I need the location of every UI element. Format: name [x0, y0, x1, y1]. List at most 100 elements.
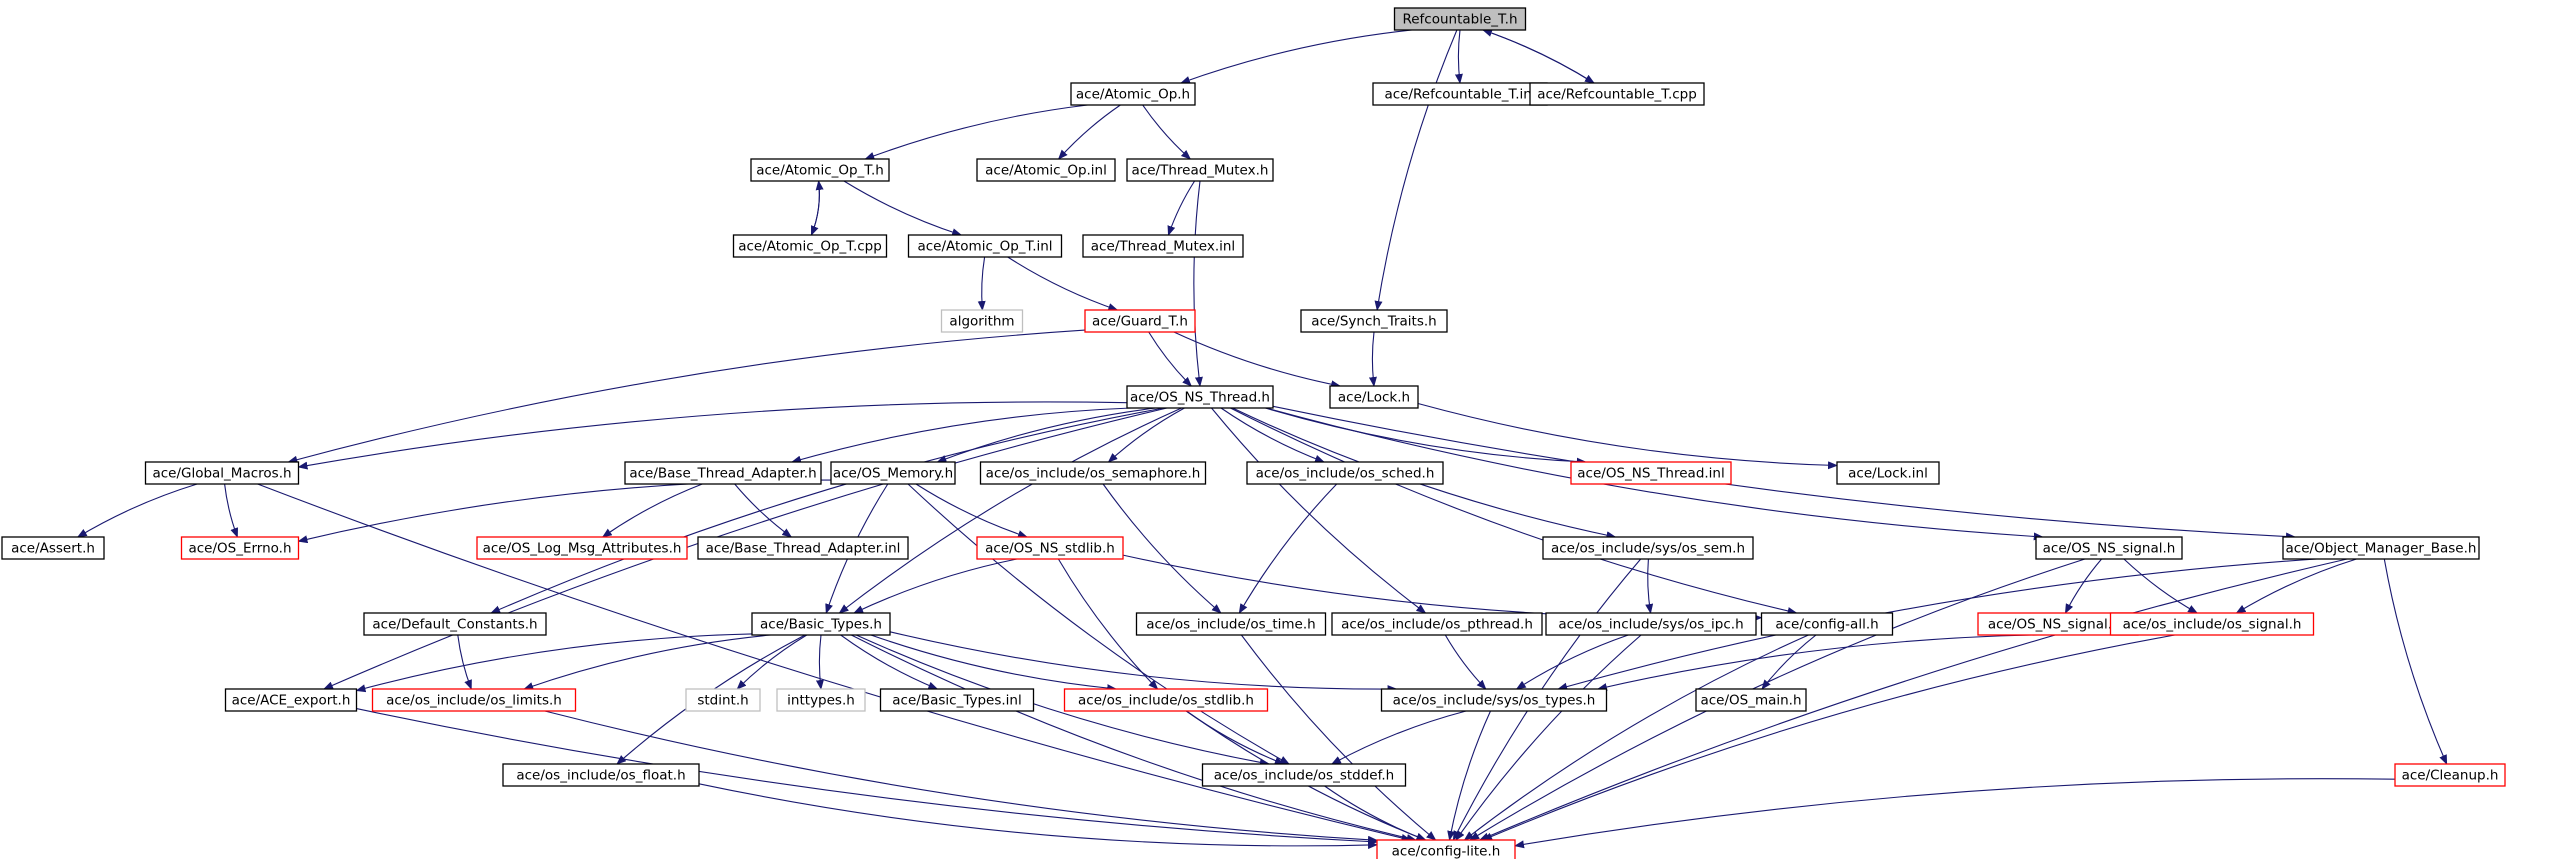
node-atomic-op-t-cpp[interactable]: ace/Atomic_Op_T.cpp [732, 234, 888, 258]
node-atomic-op-h[interactable]: ace/Atomic_Op.h [1070, 82, 1196, 106]
node-box [1, 536, 105, 560]
node-os-ns-stdlib-h[interactable]: ace/OS_NS_stdlib.h [976, 536, 1124, 560]
node-label: ace/Base_Thread_Adapter.inl [706, 541, 901, 557]
edge-basic_types_h-to-basic_types_inl [840, 634, 939, 690]
node-config-all-h[interactable]: ace/config-all.h [1760, 612, 1894, 636]
node-os-ns-signal-h[interactable]: ace/OS_NS_signal.h [2035, 536, 2183, 560]
edge-global_macros_h-to-assert_h [76, 483, 198, 538]
node-os-stddef-h[interactable]: ace/os_include/os_stddef.h [1201, 763, 1407, 787]
node-os-float-h[interactable]: ace/os_include/os_float.h [502, 763, 700, 787]
node-object-manager-base-h[interactable]: ace/Object_Manager_Base.h [2282, 536, 2480, 560]
node-label: ace/config-lite.h [1392, 844, 1501, 859]
node-box [1201, 763, 1407, 787]
edge-sys_os_sem_h-to-sys_os_ipc_h [1645, 558, 1654, 614]
node-label: ace/Atomic_Op_T.cpp [738, 239, 882, 255]
node-atomic-op-t-h[interactable]: ace/Atomic_Op_T.h [750, 158, 890, 182]
node-label: ace/Thread_Mutex.h [1132, 163, 1269, 179]
edge-guard_t_h-to-global_macros_h [287, 329, 1086, 464]
node-os-errno-h[interactable]: ace/OS_Errno.h [180, 536, 300, 560]
node-lock-inl[interactable]: ace/Lock.inl [1836, 461, 1940, 485]
edge-atomic_op_h-to-atomic_op_t_h [864, 104, 1088, 160]
node-thread-mutex-h[interactable]: ace/Thread_Mutex.h [1126, 158, 1274, 182]
node-base-thread-adapter-h[interactable]: ace/Base_Thread_Adapter.h [624, 461, 822, 485]
node-os-main-h[interactable]: ace/OS_main.h [1695, 688, 1807, 712]
node-config-lite-h[interactable]: ace/config-lite.h [1376, 839, 1516, 859]
node-os-ns-thread-h[interactable]: ace/OS_NS_Thread.h [1126, 385, 1274, 409]
node-label: ace/os_include/os_sched.h [1256, 466, 1435, 482]
edge-root-to-refcountable_inl [1454, 29, 1463, 84]
node-inttypes-h: inttypes.h [776, 688, 866, 712]
node-assert-h[interactable]: ace/Assert.h [1, 536, 105, 560]
node-base-thread-adapter-inl[interactable]: ace/Base_Thread_Adapter.inl [697, 536, 909, 560]
node-box [1331, 612, 1543, 636]
node-label: ace/Object_Manager_Base.h [2286, 541, 2477, 557]
node-box [1126, 385, 1274, 409]
edge-os_ns_stdlib_h-to-basic_types_h [853, 558, 1018, 614]
node-synch-traits-h[interactable]: ace/Synch_Traits.h [1300, 309, 1448, 333]
node-sys-os-sem-h[interactable]: ace/os_include/sys/os_sem.h [1542, 536, 1754, 560]
node-default-constants-h[interactable]: ace/Default_Constants.h [363, 612, 547, 636]
node-guard-t-h[interactable]: ace/Guard_T.h [1084, 309, 1196, 333]
node-label: ace/Default_Constants.h [372, 617, 537, 633]
edge-os_memory_h-to-os_stddef_h [907, 483, 1290, 765]
node-atomic-op-t-inl[interactable]: ace/Atomic_Op_T.inl [907, 234, 1063, 258]
node-label: ace/os_include/os_stdlib.h [1078, 693, 1254, 709]
node-atomic-op-inl[interactable]: ace/Atomic_Op.inl [976, 158, 1116, 182]
node-os-semaphore-h[interactable]: ace/os_include/os_semaphore.h [979, 461, 1207, 485]
edge-basic_types_h-to-stdint_h [736, 634, 808, 690]
edge-basic_types_h-to-config_lite_h [851, 634, 1417, 842]
node-box [1082, 234, 1244, 258]
node-sys-os-ipc-h[interactable]: ace/os_include/sys/os_ipc.h [1545, 612, 1757, 636]
edge-sys_os_types_h-to-os_stddef_h [1331, 710, 1467, 765]
node-box [1836, 461, 1940, 485]
node-label: ace/Atomic_Op_T.inl [917, 239, 1052, 255]
node-thread-mutex-inl[interactable]: ace/Thread_Mutex.inl [1082, 234, 1244, 258]
node-os-memory-h[interactable]: ace/OS_Memory.h [830, 461, 956, 485]
node-label: ace/Lock.inl [1848, 466, 1928, 482]
node-os-log-msg-attributes-h[interactable]: ace/OS_Log_Msg_Attributes.h [476, 536, 688, 560]
node-box [776, 688, 866, 712]
node-label: ace/Synch_Traits.h [1311, 314, 1436, 330]
node-ace-export-h[interactable]: ace/ACE_export.h [224, 688, 358, 712]
node-root[interactable]: Refcountable_T.h [1393, 7, 1527, 31]
node-label: ace/os_include/os_pthread.h [1341, 617, 1533, 633]
node-box [1126, 158, 1274, 182]
edge-base_thread_adapter_h-to-os_log_msg_attributes_h [601, 483, 703, 538]
edge-os_memory_h-to-os_ns_stdlib_h [915, 483, 1028, 538]
edge-os_memory_h-to-os_errno_h [297, 479, 832, 544]
edge-guard_t_h-to-lock_h [1173, 331, 1342, 389]
node-os-stdlib-h[interactable]: ace/os_include/os_stdlib.h [1063, 688, 1269, 712]
edge-sys_os_ipc_h-to-config_lite_h [1455, 634, 1642, 841]
edge-refcountable_cpp-to-root [1482, 29, 1595, 84]
node-os-ns-thread-inl[interactable]: ace/OS_NS_Thread.inl [1570, 461, 1732, 485]
node-os-time-h[interactable]: ace/os_include/os_time.h [1135, 612, 1327, 636]
edge-os_ns_thread_h-to-os_ns_signal_h [1266, 407, 2044, 541]
node-label: ace/config-all.h [1775, 617, 1878, 633]
node-label: ace/os_include/os_float.h [516, 768, 685, 784]
edge-os_ns_stdlib_h-to-config_all_h [1122, 554, 1763, 622]
edge-os_signal_h-to-config_lite_h [1482, 634, 2175, 841]
node-lock-h[interactable]: ace/Lock.h [1329, 385, 1419, 409]
node-os-pthread-h[interactable]: ace/os_include/os_pthread.h [1331, 612, 1543, 636]
node-refcountable-cpp[interactable]: ace/Refcountable_T.cpp [1529, 82, 1705, 106]
edge-os_stdlib_h-to-os_stddef_h [1185, 710, 1285, 765]
node-os-sched-h[interactable]: ace/os_include/os_sched.h [1246, 461, 1444, 485]
node-cleanup-h[interactable]: ace/Cleanup.h [2394, 763, 2506, 787]
node-label: stdint.h [697, 693, 748, 709]
node-sys-os-types-h[interactable]: ace/os_include/sys/os_types.h [1380, 688, 1608, 712]
node-label: ace/Global_Macros.h [152, 466, 291, 482]
node-label: ace/OS_NS_stdlib.h [985, 541, 1115, 557]
node-refcountable-inl[interactable]: ace/Refcountable_T.inl [1372, 82, 1548, 106]
node-algorithm: algorithm [940, 309, 1024, 333]
node-basic-types-h[interactable]: ace/Basic_Types.h [751, 612, 891, 636]
node-os-limits-h[interactable]: ace/os_include/os_limits.h [371, 688, 577, 712]
edge-os_stddef_h-to-config_lite_h [1324, 785, 1427, 841]
edge-atomic_op_t_h-to-atomic_op_t_inl [843, 180, 963, 237]
edge-os_ns_thread_h-to-os_sched_h [1220, 407, 1325, 463]
node-os-signal-h[interactable]: ace/os_include/os_signal.h [2109, 612, 2315, 636]
node-global-macros-h[interactable]: ace/Global_Macros.h [144, 461, 300, 485]
edge-atomic_op_h-to-atomic_op_inl [1057, 104, 1121, 160]
node-label: ace/Thread_Mutex.inl [1091, 239, 1235, 255]
node-os-ns-signal-inl[interactable]: ace/OS_NS_signal.inl [1977, 612, 2139, 636]
node-basic-types-inl[interactable]: ace/Basic_Types.inl [879, 688, 1035, 712]
